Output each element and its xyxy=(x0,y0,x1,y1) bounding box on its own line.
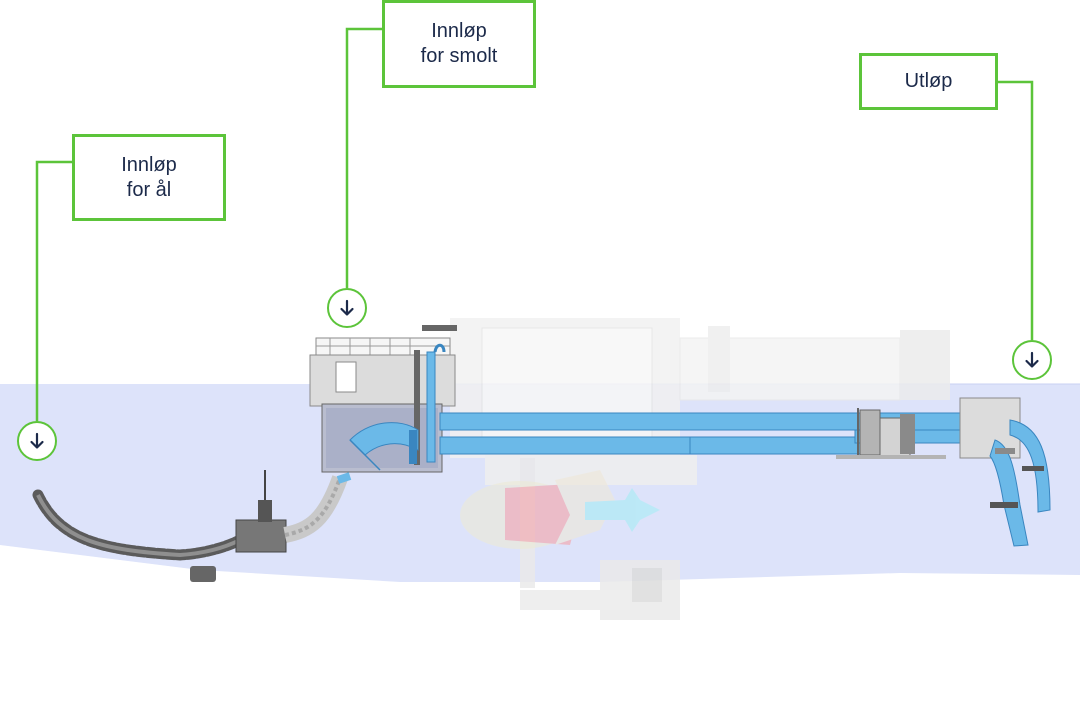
collection-chamber xyxy=(309,325,457,473)
callout-outlet: Utløp xyxy=(859,53,998,110)
callout-outlet-line1: Utløp xyxy=(904,70,953,92)
callout-eel-line2: for ål xyxy=(126,178,172,201)
leader-line-smolt xyxy=(345,27,384,288)
callout-smolt-line1: Innløp xyxy=(431,20,487,42)
marker-outlet[interactable] xyxy=(1012,340,1052,380)
leader-line-outlet xyxy=(997,80,1034,340)
callout-smolt-inlet: Innløp for smolt xyxy=(382,0,536,88)
turbine-background xyxy=(460,470,660,549)
eel-inlet-hose xyxy=(32,470,352,582)
callout-eel-line1: Innløp xyxy=(121,153,177,176)
arrow-down-icon xyxy=(340,299,354,316)
pump-station xyxy=(836,409,946,459)
callout-eel-inlet: Innløp for ål xyxy=(72,134,226,221)
arrow-down-icon xyxy=(30,432,44,449)
leader-lines xyxy=(35,27,1034,421)
marker-smolt-inlet[interactable] xyxy=(327,288,367,328)
marker-eel-inlet[interactable] xyxy=(17,421,57,461)
callout-smolt-line2: for smolt xyxy=(420,45,498,67)
outlet-structure xyxy=(959,397,1051,547)
arrow-down-icon xyxy=(1025,351,1039,368)
leader-line-eel xyxy=(35,160,73,421)
